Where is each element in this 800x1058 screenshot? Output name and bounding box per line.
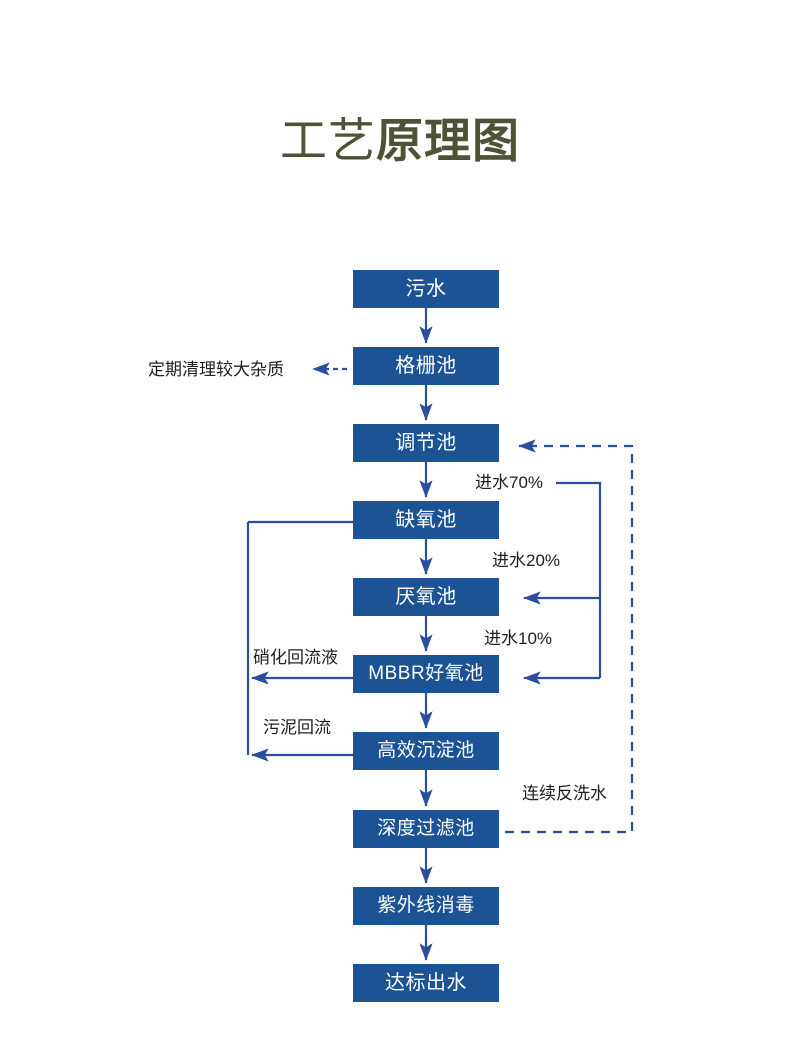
node-grid-tank[interactable]: 格栅池 <box>353 347 499 385</box>
node-anoxic-tank[interactable]: 缺氧池 <box>353 501 499 539</box>
node-mbbr-aerobic[interactable]: MBBR好氧池 <box>353 655 499 693</box>
label-coarse-debris: 定期清理较大杂质 <box>148 360 284 379</box>
node-deep-filter[interactable]: 深度过滤池 <box>353 810 499 848</box>
label-backwash-water: 连续反洗水 <box>522 784 607 803</box>
node-hes-tank[interactable]: 高效沉淀池 <box>353 732 499 770</box>
page-title-bold: 原理图 <box>376 114 520 167</box>
label-influent-10: 进水10% <box>484 629 553 648</box>
label-influent-20: 进水20% <box>492 551 561 570</box>
label-influent-70: 进水70% <box>475 473 544 492</box>
influent-split-trunk <box>556 481 602 678</box>
node-equalizing-tank[interactable]: 调节池 <box>353 424 499 462</box>
node-anaerobic-tank[interactable]: 厌氧池 <box>353 578 499 616</box>
page-title: 工艺原理图 <box>0 112 800 170</box>
node-wastewater[interactable]: 污水 <box>353 270 499 308</box>
label-sludge-return: 污泥回流 <box>263 718 331 737</box>
node-effluent[interactable]: 达标出水 <box>353 964 499 1002</box>
label-nitrification-return: 硝化回流液 <box>253 648 338 667</box>
node-uv-disinfect[interactable]: 紫外线消毒 <box>353 887 499 925</box>
page-title-light: 工艺 <box>280 114 376 167</box>
